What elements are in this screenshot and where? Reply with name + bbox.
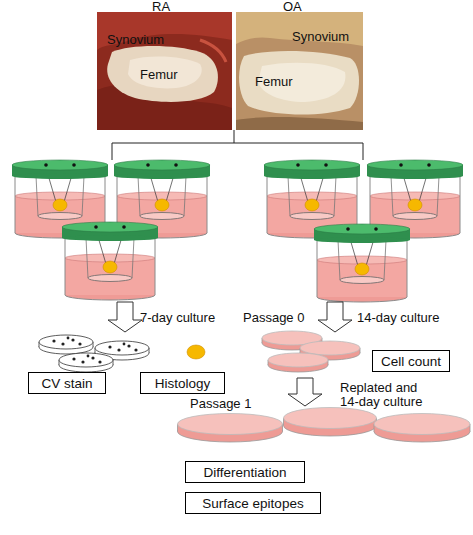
step-label: 14-day culture (357, 311, 439, 325)
step-label: Passage 0 (243, 311, 304, 325)
group-label: RA (152, 0, 170, 14)
process-arrow (288, 378, 322, 406)
step-label: Replated and 14-day culture (340, 381, 436, 409)
box-text: Histology (155, 376, 211, 391)
culture-dish (374, 414, 470, 443)
tissue-label: Femur (140, 68, 178, 82)
box-text: Differentiation (203, 465, 286, 480)
assay-box: Cell count (372, 350, 450, 372)
group-label: OA (283, 0, 302, 14)
box-text: Cell count (381, 354, 441, 369)
stained-dish (39, 335, 93, 354)
tissue-label: Femur (255, 75, 293, 89)
step-label: 7-day culture (140, 311, 215, 325)
ra-photo (97, 12, 232, 130)
step-label: Passage 1 (190, 397, 251, 411)
culture-insert (314, 224, 410, 302)
oa-photo (236, 12, 363, 130)
tissue-label: Synovium (107, 33, 164, 47)
bracket-line (112, 130, 363, 160)
assay-box: CV stain (28, 372, 106, 394)
process-arrow (108, 302, 142, 332)
assay-box: Differentiation (185, 461, 305, 483)
tissue-label: Synovium (292, 30, 349, 44)
assay-box: Histology (140, 372, 225, 394)
culture-dish (284, 408, 377, 437)
process-arrow (318, 302, 352, 332)
stained-dish (59, 353, 113, 372)
culture-dish (268, 353, 328, 372)
culture-dish (178, 414, 283, 443)
assay-box: Surface epitopes (185, 492, 321, 514)
explant (187, 345, 205, 359)
box-text: CV stain (41, 376, 92, 391)
culture-insert (62, 222, 158, 300)
box-text: Surface epitopes (202, 496, 303, 511)
